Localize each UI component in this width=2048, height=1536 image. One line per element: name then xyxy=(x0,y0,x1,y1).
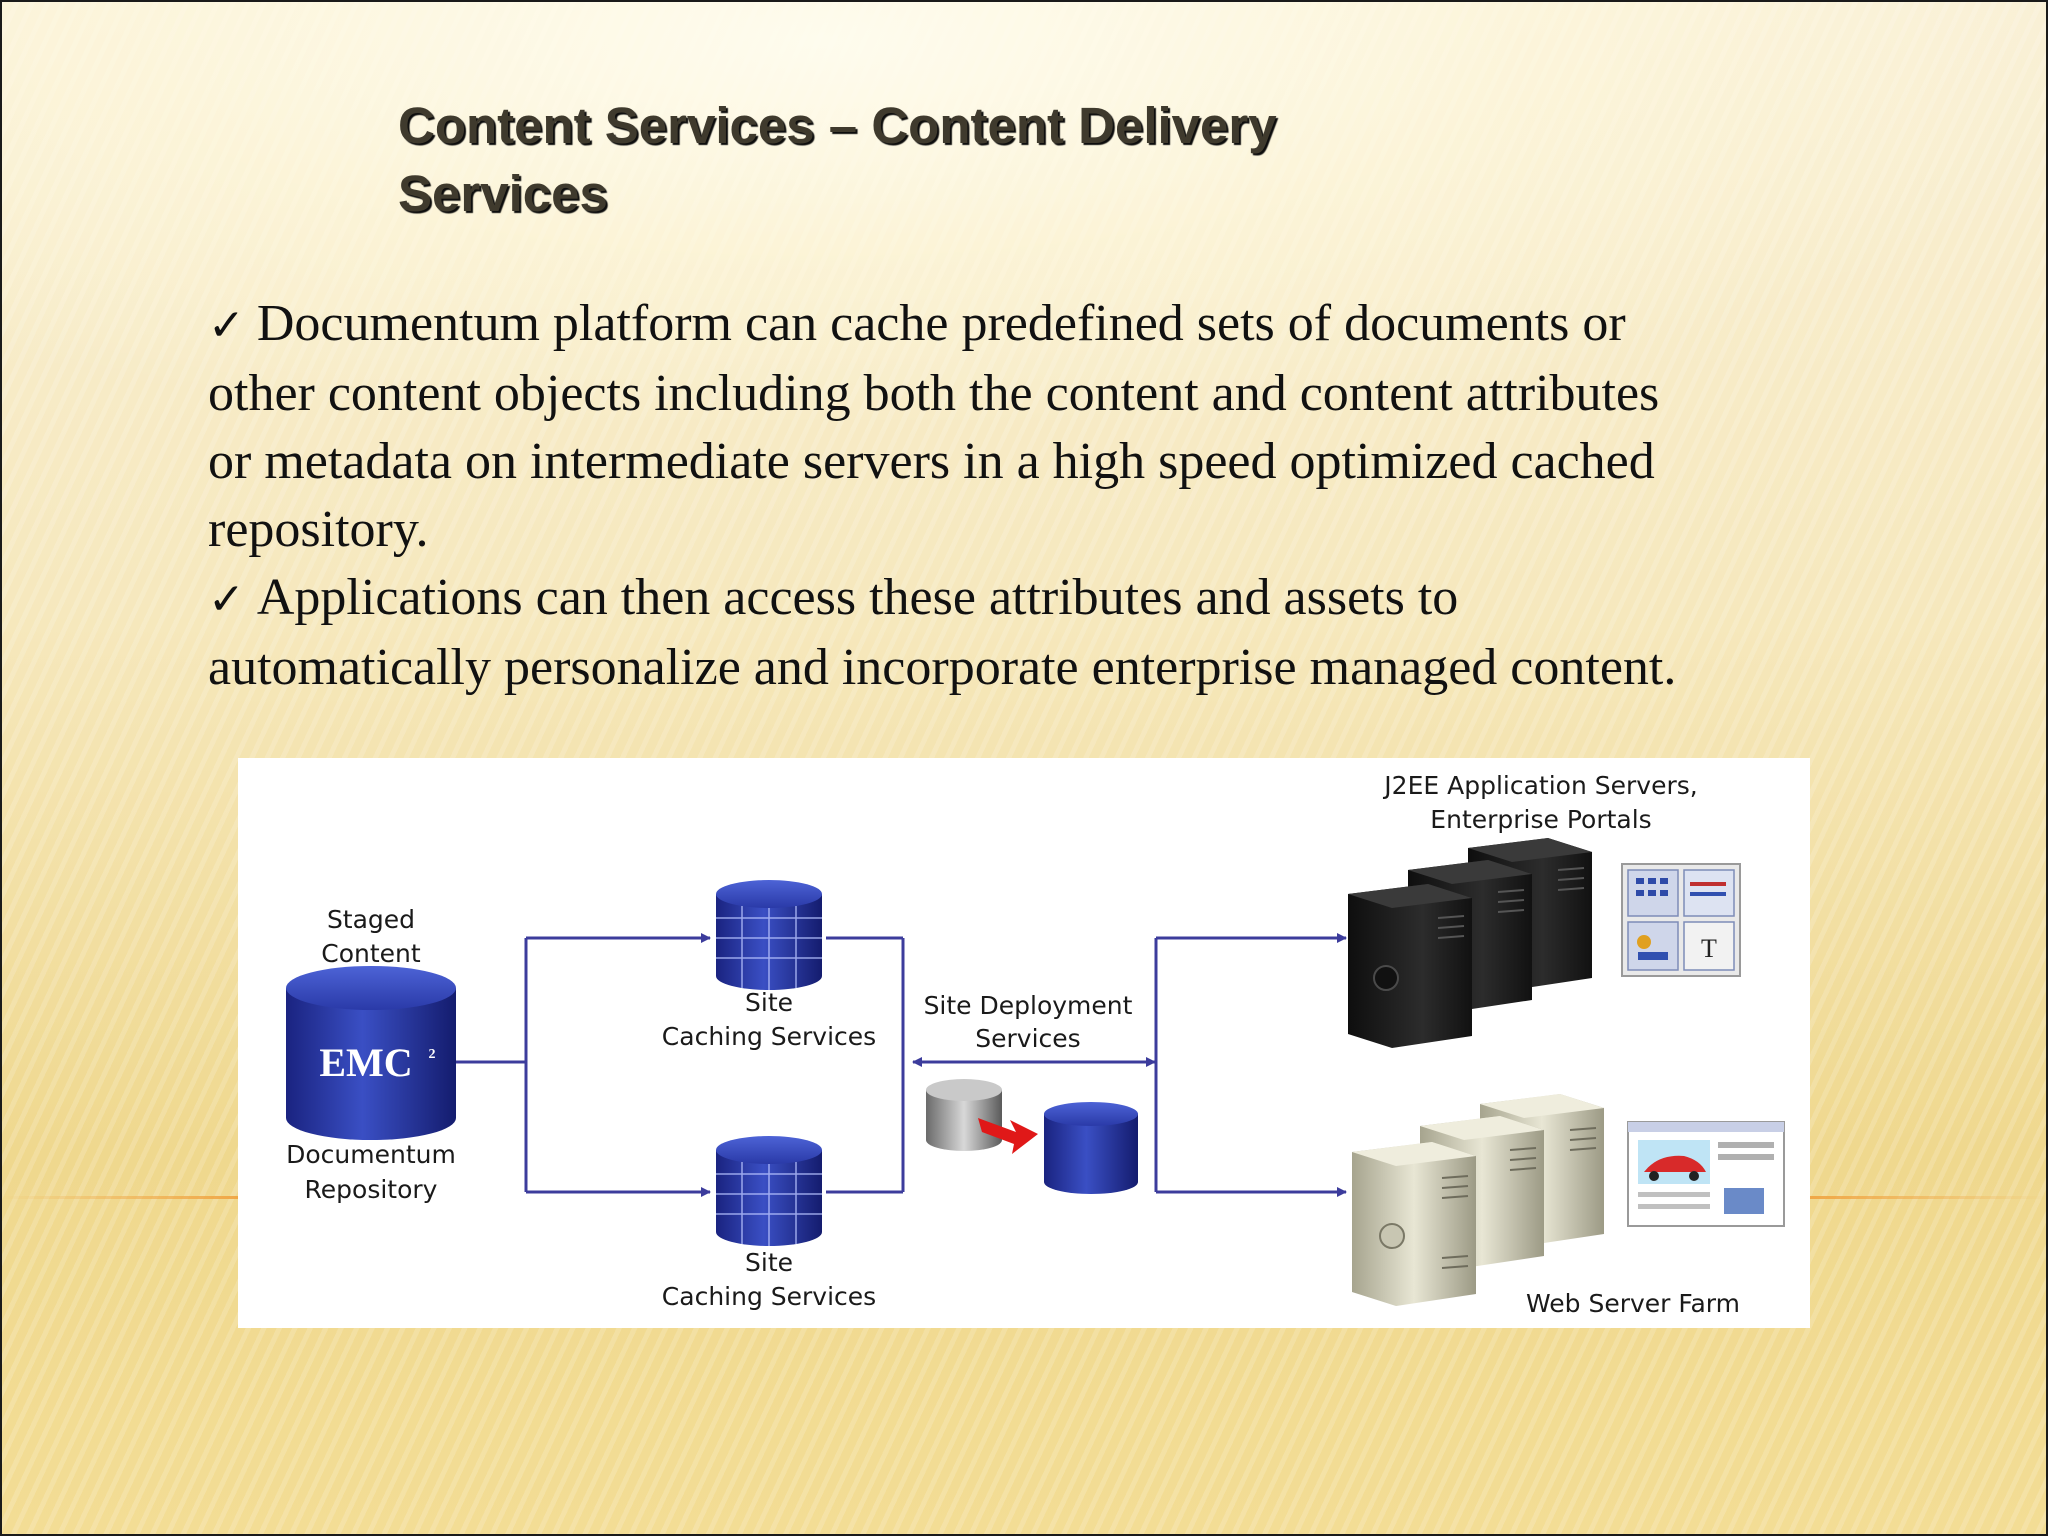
web-server-farm-label: Web Server Farm xyxy=(1526,1289,1740,1318)
site-caching-bottom-label-2: Caching Services xyxy=(662,1282,876,1311)
bullet-2-line-1: Applications can then access these attri… xyxy=(256,569,1459,626)
bullet-2: ✓Applications can then access these attr… xyxy=(208,564,1848,702)
site-caching-top-label-2: Caching Services xyxy=(662,1022,876,1051)
documentum-repository-label-2: Repository xyxy=(305,1175,438,1204)
web-server-1 xyxy=(1352,1142,1476,1306)
staged-content-label-1: Staged xyxy=(327,905,415,934)
checkmark-icon: ✓ xyxy=(208,300,245,351)
site-deployment-label-2: Services xyxy=(975,1024,1080,1053)
bullet-1: ✓Documentum platform can cache predefine… xyxy=(208,290,1848,564)
connector-lines xyxy=(410,933,1347,1197)
bullet-2-line-2: automatically personalize and incorporat… xyxy=(208,639,1677,696)
site-caching-bottom-label-1: Site xyxy=(745,1248,793,1277)
text-widget-glyph: T xyxy=(1701,934,1717,963)
bullet-1-line-3: or metadata on intermediate servers in a… xyxy=(208,433,1655,490)
slide-title-line-1: Content Services – Content Delivery xyxy=(398,97,1277,154)
j2ee-servers-label-1: J2EE Application Servers, xyxy=(1382,771,1697,800)
slide-title-line-2: Services xyxy=(398,165,608,222)
site-deployment-label-1: Site Deployment xyxy=(924,991,1133,1020)
site-caching-top-label-1: Site xyxy=(745,988,793,1017)
j2ee-servers-label-2: Enterprise Portals xyxy=(1430,805,1651,834)
webpage-preview-icon xyxy=(1627,1121,1785,1227)
checkmark-icon: ✓ xyxy=(208,574,245,625)
slide-body: ✓Documentum platform can cache predefine… xyxy=(208,290,1848,702)
app-server-1 xyxy=(1348,884,1472,1048)
bullet-1-line-1: Documentum platform can cache predefined… xyxy=(256,295,1626,352)
slide-title: Content Services – Content Delivery Serv… xyxy=(398,92,1498,228)
architecture-diagram-svg: Staged Content EMC 2 Documentum Reposito… xyxy=(286,771,1785,1318)
documentum-repository-label-1: Documentum xyxy=(286,1140,456,1169)
web-server-farm-icon xyxy=(1352,1094,1604,1306)
site-caching-db-top-icon xyxy=(716,880,822,990)
architecture-diagram: Staged Content EMC 2 Documentum Reposito… xyxy=(238,758,1810,1328)
site-caching-db-bottom-icon xyxy=(716,1136,822,1246)
staged-content-label-2: Content xyxy=(321,939,421,968)
emc-logo: EMC xyxy=(319,1040,412,1085)
bullet-1-line-4: repository. xyxy=(208,501,429,558)
documentum-repository-icon: EMC 2 xyxy=(286,966,456,1140)
emc-logo-superscript: 2 xyxy=(429,1047,436,1062)
app-server-stack-icon xyxy=(1348,838,1592,1048)
site-deployment-icon xyxy=(926,1079,1138,1194)
portal-widgets-icon: T xyxy=(1621,863,1741,977)
bullet-1-line-2: other content objects including both the… xyxy=(208,365,1660,422)
